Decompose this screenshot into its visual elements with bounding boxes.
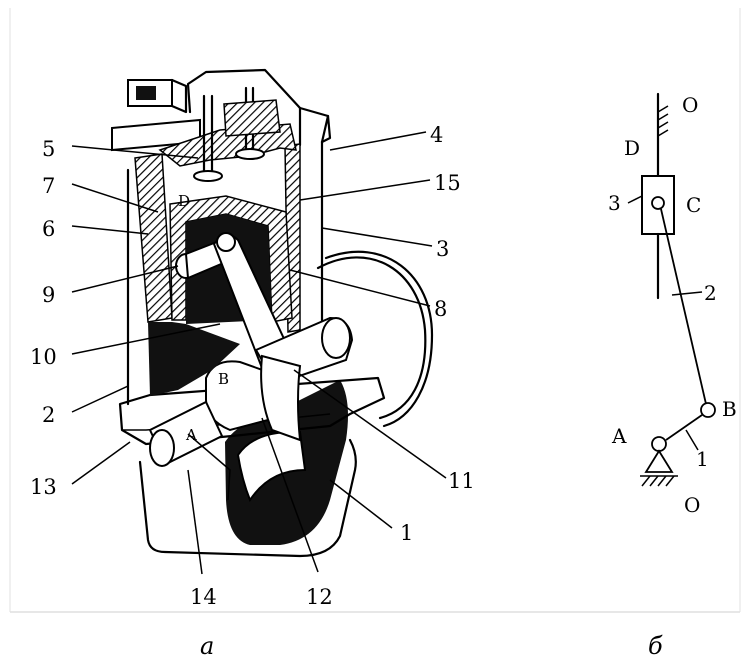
- leader-1: [329, 479, 393, 529]
- callout-6: 6: [42, 217, 55, 241]
- small-end: [216, 232, 236, 252]
- leader-13: [71, 441, 131, 485]
- flywheel-outline: [316, 256, 427, 420]
- leader-12: [261, 417, 319, 573]
- callout-4: 4: [430, 123, 443, 147]
- leader-8: [289, 269, 431, 307]
- engine-letter-D: D: [178, 192, 190, 210]
- callout-11: 11: [448, 469, 475, 493]
- scheme-label-O-bottom: O: [684, 493, 700, 517]
- callout-14: 14: [190, 585, 217, 609]
- callout-1: 1: [400, 521, 413, 545]
- link-1-crank: [665, 414, 703, 441]
- intake-box-window: [136, 86, 156, 100]
- leader-scheme-1: [685, 429, 699, 451]
- cylinder-head-side: [298, 106, 332, 147]
- leader-9: [71, 265, 179, 293]
- callout-9: 9: [42, 283, 55, 307]
- leader-scheme-2: [671, 291, 703, 296]
- leader-4: [329, 131, 427, 151]
- leader-3: [321, 227, 433, 247]
- callout-7: 7: [42, 174, 55, 198]
- scheme-label-B: B: [722, 397, 737, 421]
- callout-leaders: [71, 131, 447, 575]
- valve-head-left: [193, 170, 223, 182]
- crank-chamber-shadow: [148, 322, 240, 396]
- joint-C: [651, 196, 665, 210]
- joint-B: [700, 402, 716, 418]
- pivot-A: [651, 436, 667, 452]
- ground-hatch-top: [657, 105, 669, 137]
- ground-hatch-bottom: [641, 475, 675, 487]
- scheme-label-1: 1: [696, 447, 709, 471]
- scheme-label-3: 3: [608, 191, 621, 215]
- leader-15: [299, 179, 431, 201]
- callout-2: 2: [42, 403, 55, 427]
- cylinder-wall-left: [134, 153, 173, 323]
- engine-cutaway-drawing: D B A: [111, 68, 434, 558]
- link-2: [660, 208, 707, 405]
- scheme-label-2: 2: [704, 281, 717, 305]
- leader-14: [187, 469, 203, 575]
- crankshaft-end: [149, 429, 175, 467]
- valve-stem-left: [202, 94, 214, 174]
- leader-2: [71, 385, 129, 413]
- callout-5: 5: [42, 137, 55, 161]
- callout-numbers: 5 7 6 9 10 2 13 14 12 1 11 8 3 15 4: [30, 123, 475, 609]
- intake-box-side: [170, 78, 188, 114]
- pivot-support: [644, 449, 674, 473]
- leader-10: [71, 323, 221, 355]
- intake-box: [127, 79, 173, 107]
- scheme-label-D: D: [624, 136, 640, 160]
- callout-12: 12: [306, 585, 333, 609]
- crankshaft-line: [187, 433, 231, 501]
- valve-head-right: [235, 148, 265, 160]
- leader-scheme-3: [627, 195, 643, 204]
- leader-6: [71, 225, 149, 235]
- leader-7: [71, 183, 159, 213]
- caption-a: а: [200, 632, 214, 660]
- callout-15: 15: [434, 171, 461, 195]
- leader-5: [71, 145, 199, 159]
- callout-10: 10: [30, 345, 57, 369]
- scheme-label-O-top: O: [682, 93, 698, 117]
- scheme-label-C: C: [686, 193, 701, 217]
- caption-b: б: [648, 632, 663, 660]
- scheme-label-A: A: [611, 424, 627, 448]
- counterweight: [236, 430, 307, 503]
- callout-3: 3: [436, 237, 449, 261]
- leader-11: [293, 369, 447, 479]
- engine-letter-A: A: [185, 426, 197, 444]
- main-journal-right: [321, 317, 351, 359]
- kinematic-scheme: O D 3 C 2 B A 1 O: [608, 92, 737, 517]
- spark-plug-boss: [223, 99, 281, 137]
- flywheel-rim: [324, 250, 434, 428]
- crank-web-left: [260, 354, 302, 442]
- callout-13: 13: [30, 475, 57, 499]
- engine-letter-B: B: [218, 370, 229, 388]
- callout-8: 8: [434, 297, 447, 321]
- crankcase-outline: [138, 438, 357, 558]
